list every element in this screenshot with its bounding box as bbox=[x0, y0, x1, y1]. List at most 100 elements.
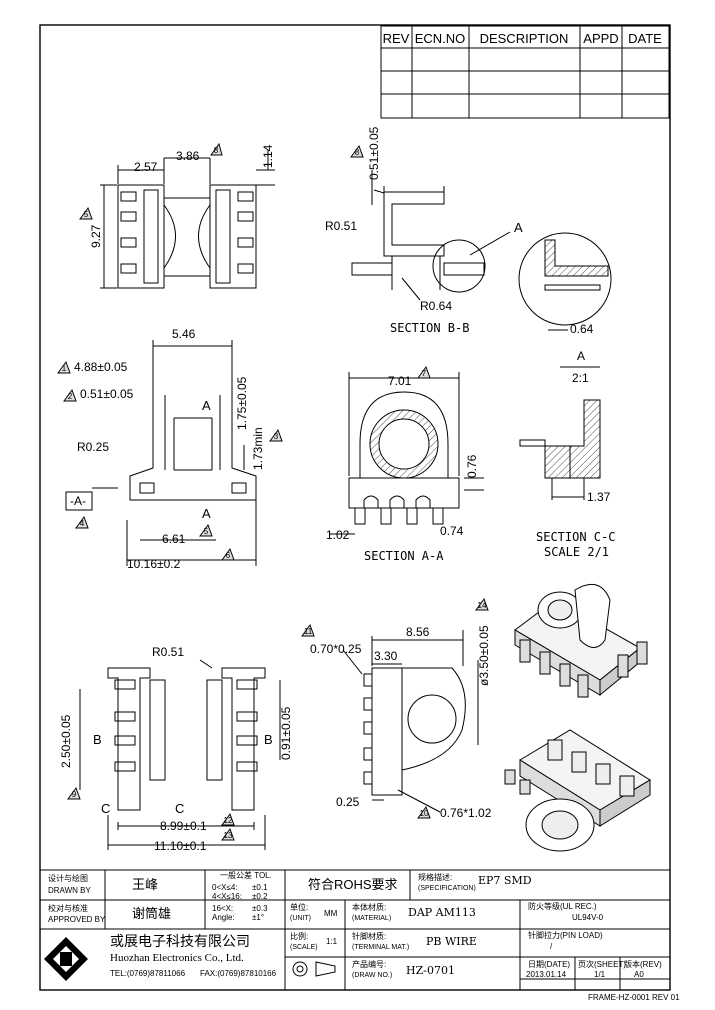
dim-6-61: 6.61 bbox=[162, 532, 186, 546]
dim-0-25-end: 0.25 bbox=[336, 795, 360, 809]
drawno-value: HZ-0701 bbox=[406, 964, 455, 977]
material-value: DAP AM113 bbox=[408, 906, 476, 919]
callout-6: 6 bbox=[226, 551, 231, 560]
appd-header: APPD bbox=[583, 31, 618, 46]
company-logo bbox=[44, 937, 88, 981]
dim-8-56: 8.56 bbox=[406, 625, 430, 639]
callout-12: 12 bbox=[224, 816, 233, 825]
dim-3-86: 3.86 bbox=[176, 149, 200, 163]
company-fax: FAX:(0769)87810166 bbox=[200, 969, 277, 978]
dim-1-14: 1.14 bbox=[261, 144, 275, 168]
callout-5: 5 bbox=[204, 527, 209, 536]
section-mark-a-top: A bbox=[202, 398, 211, 413]
spec-label-cn: 规格描述: bbox=[418, 873, 453, 882]
section-bb-title: SECTION B-B bbox=[390, 321, 469, 335]
callout-13: 13 bbox=[224, 831, 233, 840]
tol-row-1-value: ±0.1 bbox=[252, 883, 268, 892]
dim-0-76-aa: 0.76 bbox=[465, 454, 479, 478]
approved-by-en: APPROVED BY bbox=[48, 915, 106, 924]
dim-0-76x1-02: 0.76*1.02 bbox=[440, 806, 492, 820]
tol-row-3-range: 16<X: bbox=[212, 904, 234, 913]
approved-by-name: 谢筒雄 bbox=[132, 906, 172, 921]
material-label-en: (MATERIAL) bbox=[352, 915, 392, 922]
callout-3: 3 bbox=[274, 432, 279, 441]
drawn-by-name: 王峰 bbox=[132, 877, 159, 892]
terminal-value: PB WIRE bbox=[426, 935, 477, 948]
dim-1-02: 1.02 bbox=[326, 528, 350, 542]
rev-label: 版本(REV) bbox=[624, 960, 662, 969]
dim-7-01: 7.01 bbox=[388, 374, 412, 388]
dim-0-70x0-25: 0.70*0.25 bbox=[310, 642, 362, 656]
callout-2: 2 bbox=[68, 392, 73, 401]
scale-value: 1:1 bbox=[326, 937, 338, 946]
dim-r0-51-bb: R0.51 bbox=[325, 219, 357, 233]
bottom-view-drawing bbox=[79, 659, 281, 850]
dim-10-16: 10.16±0.2 bbox=[127, 557, 181, 571]
dim-8-99: 8.99±0.1 bbox=[160, 819, 207, 833]
callout-1: 1 bbox=[62, 364, 67, 373]
revision-table bbox=[380, 25, 670, 119]
approved-by-cn: 校对与核准 bbox=[48, 904, 88, 913]
section-cc-drawing bbox=[519, 399, 601, 500]
datum-a-box bbox=[65, 491, 93, 511]
section-mark-b-left: B bbox=[93, 732, 102, 747]
detail-a-scale: 2:1 bbox=[572, 371, 589, 385]
rev-header: REV bbox=[383, 31, 410, 46]
callout-triangles-bottom: 9 12 13 bbox=[67, 786, 235, 841]
dim-4-88: 4.88±0.05 bbox=[74, 360, 128, 374]
company-name-cn: 或展电子科技有限公司 bbox=[110, 933, 250, 949]
drawn-by-en: DRAWN BY bbox=[48, 886, 91, 895]
end-view-drawing bbox=[342, 630, 479, 813]
rohs-note: 符合ROHS要求 bbox=[308, 877, 398, 892]
dim-0-91: 0.91±0.05 bbox=[279, 706, 293, 760]
company-name-en: Huozhan Electronics Co., Ltd. bbox=[110, 952, 244, 964]
terminal-label-en: (TERMINAL MAT.) bbox=[352, 944, 410, 951]
drawno-label-en: (DRAW NO.) bbox=[352, 972, 393, 979]
dim-0-74: 0.74 bbox=[440, 524, 464, 538]
dim-5-46: 5.46 bbox=[172, 327, 196, 341]
dim-1-75: 1.75±0.05 bbox=[235, 376, 249, 430]
ecn-header: ECN.NO bbox=[415, 31, 466, 46]
callout-14: 14 bbox=[478, 601, 487, 610]
section-mark-c-right: C bbox=[175, 801, 184, 816]
sheet-label: 页次(SHEET) bbox=[578, 960, 626, 969]
detail-a-drawing bbox=[518, 232, 612, 331]
dim-dia-3-50: ø3.50±0.05 bbox=[477, 625, 491, 686]
pin-load-value: / bbox=[550, 942, 553, 951]
callout-8-bb: 8 bbox=[355, 148, 360, 157]
dim-3-30: 3.30 bbox=[374, 649, 398, 663]
pin-load-label: 针脚拉力(PIN LOAD) bbox=[528, 931, 603, 940]
dim-r0-51-bottom: R0.51 bbox=[152, 645, 184, 659]
tol-row-3-value: ±0.3 bbox=[252, 904, 268, 913]
unit-label-en: (UNIT) bbox=[290, 915, 311, 922]
callout-10: 10 bbox=[420, 809, 429, 818]
rev-value: A0 bbox=[634, 970, 644, 979]
top-view-drawing bbox=[100, 150, 275, 289]
callout-7: 7 bbox=[422, 369, 427, 378]
dim-1-73min: 1.73min bbox=[251, 427, 265, 470]
ul-value: UL94V-0 bbox=[572, 913, 604, 922]
callout-a-bb: A bbox=[514, 220, 523, 235]
tol-row-1-range: 0<X≤4: bbox=[212, 883, 238, 892]
company-tel: TEL:(0769)87811066 bbox=[110, 969, 186, 978]
date-value: 2013.01.14 bbox=[526, 970, 567, 979]
callout-4: 4 bbox=[80, 519, 85, 528]
unit-value: MM bbox=[324, 909, 338, 918]
tol-row-4-range: Angle: bbox=[212, 913, 235, 922]
section-aa-title: SECTION A-A bbox=[364, 549, 444, 563]
spec-label-en: (SPECIFICATION) bbox=[418, 885, 476, 892]
section-cc-title: SECTION C-C bbox=[536, 530, 615, 544]
section-mark-a-bottom: A bbox=[202, 506, 211, 521]
tol-row-4-value: ±1° bbox=[252, 913, 265, 922]
date-label: 日期(DATE) bbox=[528, 960, 571, 969]
callout-triangle-8-bb bbox=[350, 144, 364, 158]
projection-symbol bbox=[292, 961, 336, 977]
callout-triangles-end: 11 14 10 bbox=[301, 597, 489, 819]
dim-0-51-side: 0.51±0.05 bbox=[80, 387, 134, 401]
date-header: DATE bbox=[628, 31, 662, 46]
dim-1-37: 1.37 bbox=[587, 490, 611, 504]
dim-r0-64-bb: R0.64 bbox=[420, 299, 452, 313]
callout-triangle-7 bbox=[417, 365, 431, 379]
section-aa-drawing bbox=[330, 372, 484, 535]
section-cc-scale: SCALE 2/1 bbox=[544, 545, 609, 559]
